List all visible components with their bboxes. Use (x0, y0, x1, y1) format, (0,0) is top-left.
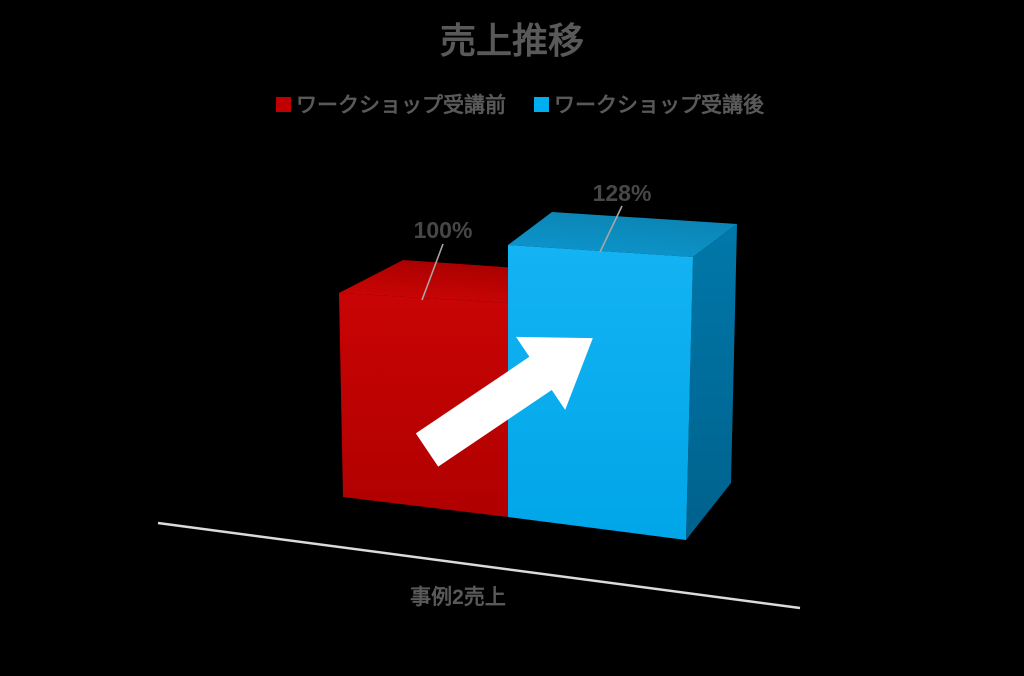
bar-before-front-face (339, 293, 508, 517)
legend-swatch-before (276, 97, 291, 112)
bar-after-top-face (508, 212, 737, 257)
bar-after-front-face (508, 245, 693, 540)
x-axis-label: 事例2売上 (410, 585, 506, 609)
legend-swatch-after (534, 97, 549, 112)
legend-label-after: ワークショップ受講後 (554, 93, 765, 117)
bar-after-workshop (508, 212, 737, 540)
data-label-after: 128% (593, 180, 652, 206)
leader-line-after (599, 205, 623, 253)
legend-label-before: ワークショップ受講前 (296, 93, 506, 117)
leader-line-before (421, 243, 444, 301)
bar-after-side-face (686, 224, 737, 540)
legend: ワークショップ受講前 ワークショップ受講後 (276, 93, 765, 117)
x-axis-line (157, 521, 801, 610)
chart-title: 売上推移 (440, 20, 584, 61)
data-label-before: 100% (414, 217, 473, 243)
growth-arrow-icon (415, 336, 593, 467)
